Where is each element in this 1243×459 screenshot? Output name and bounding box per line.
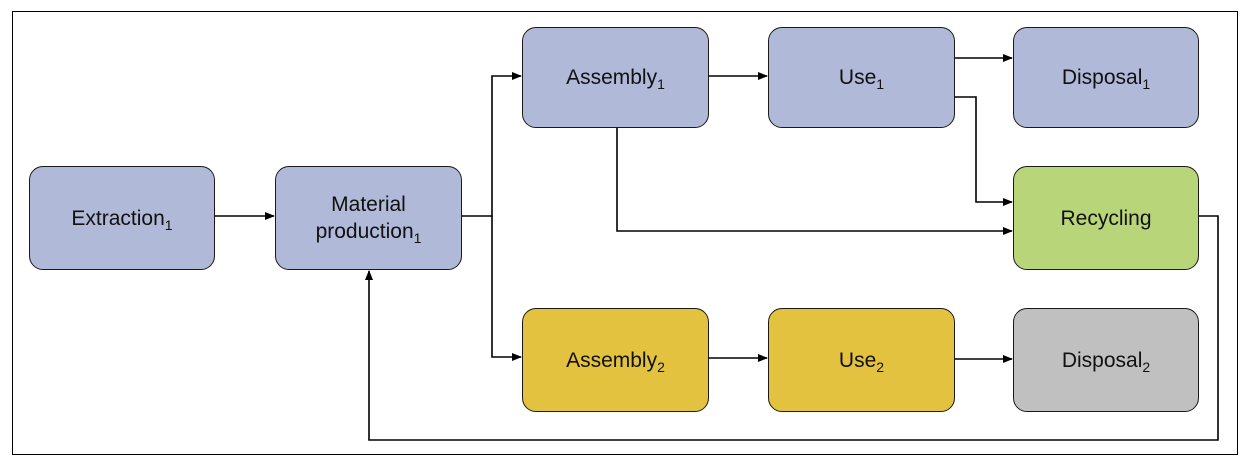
node-material-label-line2: production xyxy=(315,220,414,243)
node-assembly1-subscript: 1 xyxy=(657,76,665,92)
node-disposal1-subscript: 1 xyxy=(1142,76,1151,92)
edge-recycling-to-material xyxy=(365,215,1219,441)
node-use2-subscript: 2 xyxy=(876,358,885,375)
node-extraction: Extraction1 xyxy=(29,166,215,270)
node-disposal-2: Disposal2 xyxy=(1013,308,1199,412)
node-use1-label: Use xyxy=(838,66,877,89)
node-extraction-subscript: 1 xyxy=(164,216,173,233)
node-recycling-label: Recycling xyxy=(1060,206,1152,230)
node-assembly2-label: Assembly xyxy=(566,348,658,372)
edge-assembly1-to-recycling xyxy=(616,128,1013,235)
edge-material-to-assembly1 xyxy=(462,72,522,217)
node-material-subscript: 1 xyxy=(413,230,422,246)
node-material-production: Material production1 xyxy=(275,166,462,270)
node-disposal2-subscript: 2 xyxy=(1142,358,1151,375)
node-assembly1-label: Assembly xyxy=(566,66,658,89)
node-assembly-1: Assembly1 xyxy=(522,27,709,128)
node-assembly2-subscript: 2 xyxy=(657,358,665,375)
node-disposal1-label: Disposal xyxy=(1061,66,1143,89)
node-use-2: Use2 xyxy=(768,308,955,412)
node-disposal-1: Disposal1 xyxy=(1013,27,1199,128)
node-recycling: Recycling xyxy=(1013,166,1199,270)
edge-material-to-assembly2 xyxy=(491,216,522,361)
node-use-1: Use1 xyxy=(768,27,955,128)
node-use2-label: Use xyxy=(838,348,877,372)
node-extraction-label: Extraction xyxy=(71,206,165,230)
node-use1-subscript: 1 xyxy=(876,76,885,92)
node-material-label-line1: Material xyxy=(331,193,406,216)
node-assembly-2: Assembly2 xyxy=(522,308,709,412)
node-disposal2-label: Disposal xyxy=(1061,348,1143,372)
edge-use1-to-recycling xyxy=(955,96,1013,206)
